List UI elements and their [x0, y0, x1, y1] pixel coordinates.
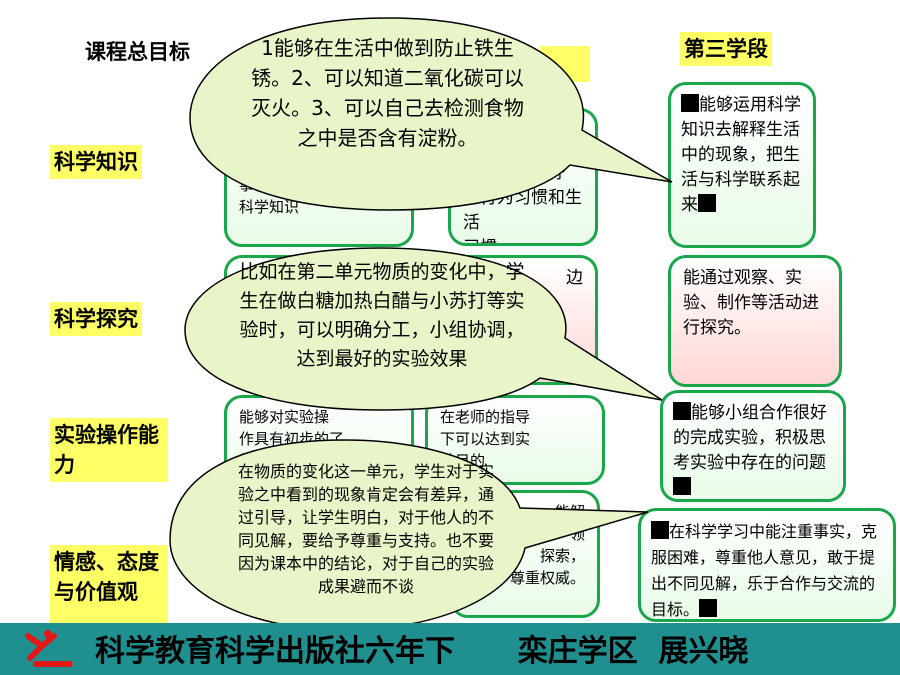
bullet-square-icon [673, 477, 691, 495]
bullet-square-icon [681, 94, 699, 112]
bubble-3-text: 在物质的变化这一单元，学生对于实验之中看到的现象肯定会有差异，通过引导，让学生明… [237, 462, 494, 596]
col3-attitude-box: 在科学学习中能注重事实，克服困难，尊重他人意见，敢于提出不同见解，乐于合作与交流… [638, 508, 896, 622]
row-label-knowledge: 科学知识 [50, 145, 142, 179]
footer-caption: 科学教育科学出版社六年下 栾庄学区 展兴晓 [95, 634, 749, 669]
bubble-1-text: 1能够在生活中做到防止铁生锈。2、可以知道二氧化碳可以灭火。3、可以自己去检测食… [251, 36, 524, 150]
row-label-inquiry: 科学探究 [50, 302, 142, 336]
bullet-square-icon [673, 402, 691, 420]
col3-inquiry-box: 能通过观察、实验、制作等活动进行探究。 [668, 255, 842, 387]
footer-bar [0, 623, 900, 675]
col3-operation-text: 能够小组合作很好的完成实验，积极思考实验中存在的问题 [673, 403, 827, 473]
bubble-1-shape [189, 17, 673, 211]
stage3-heading: 第三学段 [680, 32, 772, 66]
col3-knowledge-text: 能够运用科学知识去解释生活中的现象，把生活与科学联系起来 [681, 95, 801, 215]
runner-logo-icon [25, 630, 73, 667]
bubble-2-text: 比如在第二单元物质的变化中，学生在做白糖加热白醋与小苏打等实验时，可以明确分工，… [239, 261, 525, 370]
bubble-2-shape [184, 247, 663, 411]
col3-attitude-text: 在科学学习中能注重事实，克服困难，尊重他人意见，敢于提出不同见解，乐于合作与交流… [651, 522, 878, 619]
row-label-attitude: 情感、态度与价值观 [50, 545, 168, 624]
goals-heading: 课程总目标 [85, 40, 190, 64]
col3-knowledge-box: 能够运用科学知识去解释生活中的现象，把生活与科学联系起来 [668, 82, 816, 248]
bullet-square-icon [698, 194, 716, 212]
col3-operation-box: 能够小组合作很好的完成实验，积极思考实验中存在的问题 [660, 390, 846, 502]
bullet-square-icon [651, 521, 669, 539]
row-label-operation: 实验操作能力 [50, 418, 168, 482]
bullet-square-icon [699, 599, 718, 617]
